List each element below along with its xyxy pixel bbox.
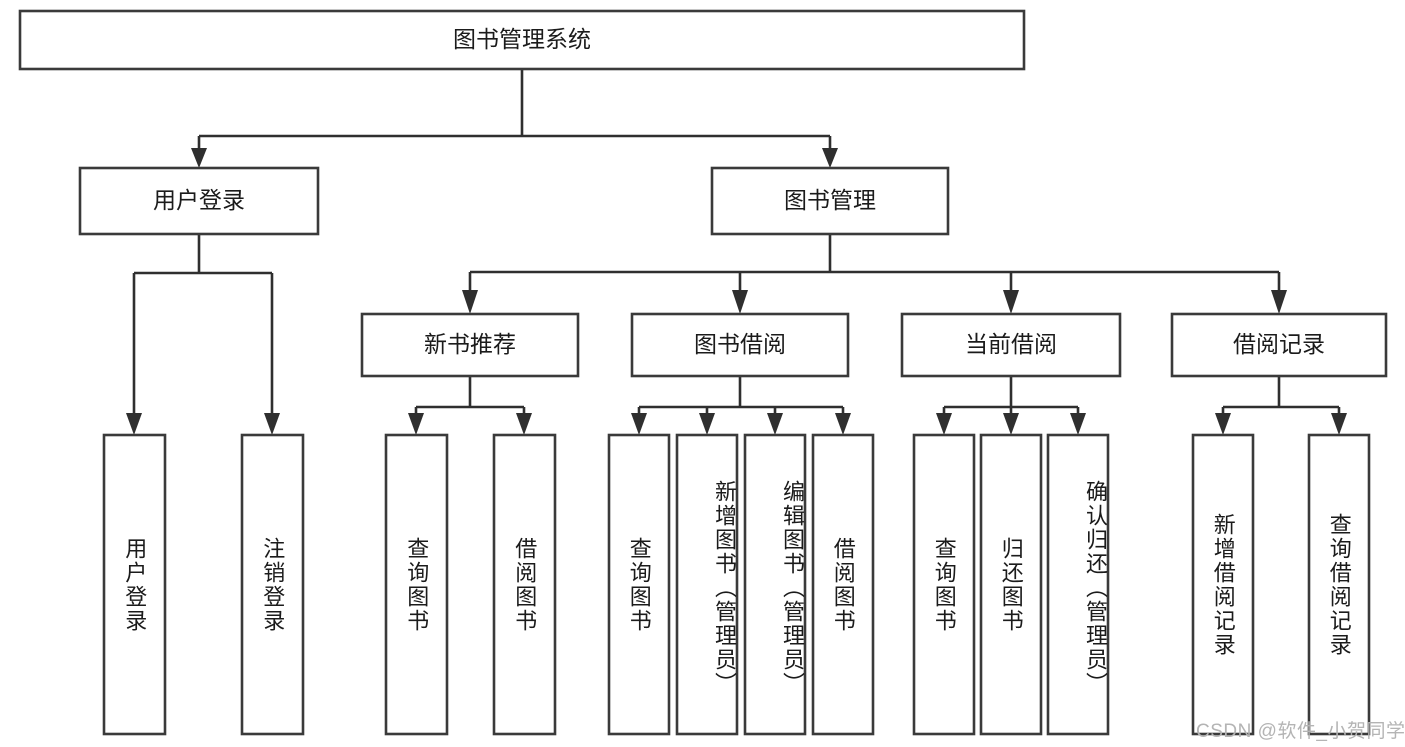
node-label-borrow-record: 借阅记录 — [1233, 331, 1325, 357]
arrow-head-leaf-query-book-1 — [408, 413, 424, 435]
arrow-head-leaf-confirm-return — [1070, 413, 1086, 435]
arrow-head-leaf-borrow-book-1 — [516, 413, 532, 435]
node-box-leaf-return-book[interactable] — [979, 433, 1043, 736]
arrow-head-leaf-return-book — [1003, 413, 1019, 435]
node-box-leaf-add-record[interactable] — [1191, 433, 1255, 736]
connector-group-new-book-recommend — [408, 376, 532, 435]
node-label-book-management: 图书管理 — [784, 187, 876, 213]
arrow-head-book-management — [822, 148, 838, 168]
node-box-leaf-add-book[interactable] — [675, 433, 739, 736]
arrow-head-book-borrow — [732, 290, 748, 314]
node-box-title[interactable] — [18, 9, 1026, 71]
arrow-head-new-book-recommend — [462, 290, 478, 314]
node-label-new-book-recommend: 新书推荐 — [424, 331, 516, 357]
node-box-book-borrow[interactable] — [630, 312, 850, 378]
node-box-new-book-recommend[interactable] — [360, 312, 580, 378]
arrow-head-leaf-query-book-3 — [936, 413, 952, 435]
arrow-head-leaf-add-book — [699, 413, 715, 435]
node-box-leaf-edit-book[interactable] — [743, 433, 807, 736]
node-box-book-management[interactable] — [710, 166, 950, 236]
node-box-leaf-confirm-return[interactable] — [1046, 433, 1110, 736]
node-box-leaf-query-record[interactable] — [1307, 433, 1371, 736]
node-label-user-login: 用户登录 — [153, 187, 245, 213]
node-box-user-login[interactable] — [78, 166, 320, 236]
arrow-head-leaf-query-record — [1331, 413, 1347, 435]
arrow-head-leaf-query-book-2 — [631, 413, 647, 435]
node-box-leaf-query-book-3[interactable] — [912, 433, 976, 736]
arrow-head-borrow-record — [1271, 290, 1287, 314]
node-box-leaf-user-login[interactable] — [102, 433, 167, 736]
node-box-leaf-query-book-1[interactable] — [384, 433, 449, 736]
arrow-head-leaf-add-record — [1215, 413, 1231, 435]
node-box-borrow-record[interactable] — [1170, 312, 1388, 378]
connector-group-borrow-record — [1215, 376, 1347, 435]
node-label-book-borrow: 图书借阅 — [694, 331, 786, 357]
connector-group-current-borrow — [936, 376, 1086, 435]
node-label-title: 图书管理系统 — [453, 26, 591, 52]
node-box-leaf-borrow-book-2[interactable] — [811, 433, 875, 736]
node-box-leaf-user-logout[interactable] — [240, 433, 305, 736]
arrow-head-user-login — [191, 148, 207, 168]
arrow-head-current-borrow — [1003, 290, 1019, 314]
arrow-head-leaf-edit-book — [767, 413, 783, 435]
arrow-head-leaf-borrow-book-2 — [835, 413, 851, 435]
connector-group-user-login — [126, 234, 280, 435]
node-box-current-borrow[interactable] — [900, 312, 1122, 378]
node-box-leaf-borrow-book-1[interactable] — [492, 433, 557, 736]
watermark-text: CSDN @软件_小贺同学 — [1196, 721, 1405, 742]
connector-group-book-borrow — [631, 376, 851, 435]
connector-group-root — [191, 69, 838, 168]
node-box-leaf-query-book-2[interactable] — [607, 433, 671, 736]
connector-group-book-management — [462, 234, 1287, 314]
arrow-head-leaf-user-logout — [264, 413, 280, 435]
arrow-head-leaf-user-login — [126, 413, 142, 435]
node-label-current-borrow: 当前借阅 — [965, 331, 1057, 357]
